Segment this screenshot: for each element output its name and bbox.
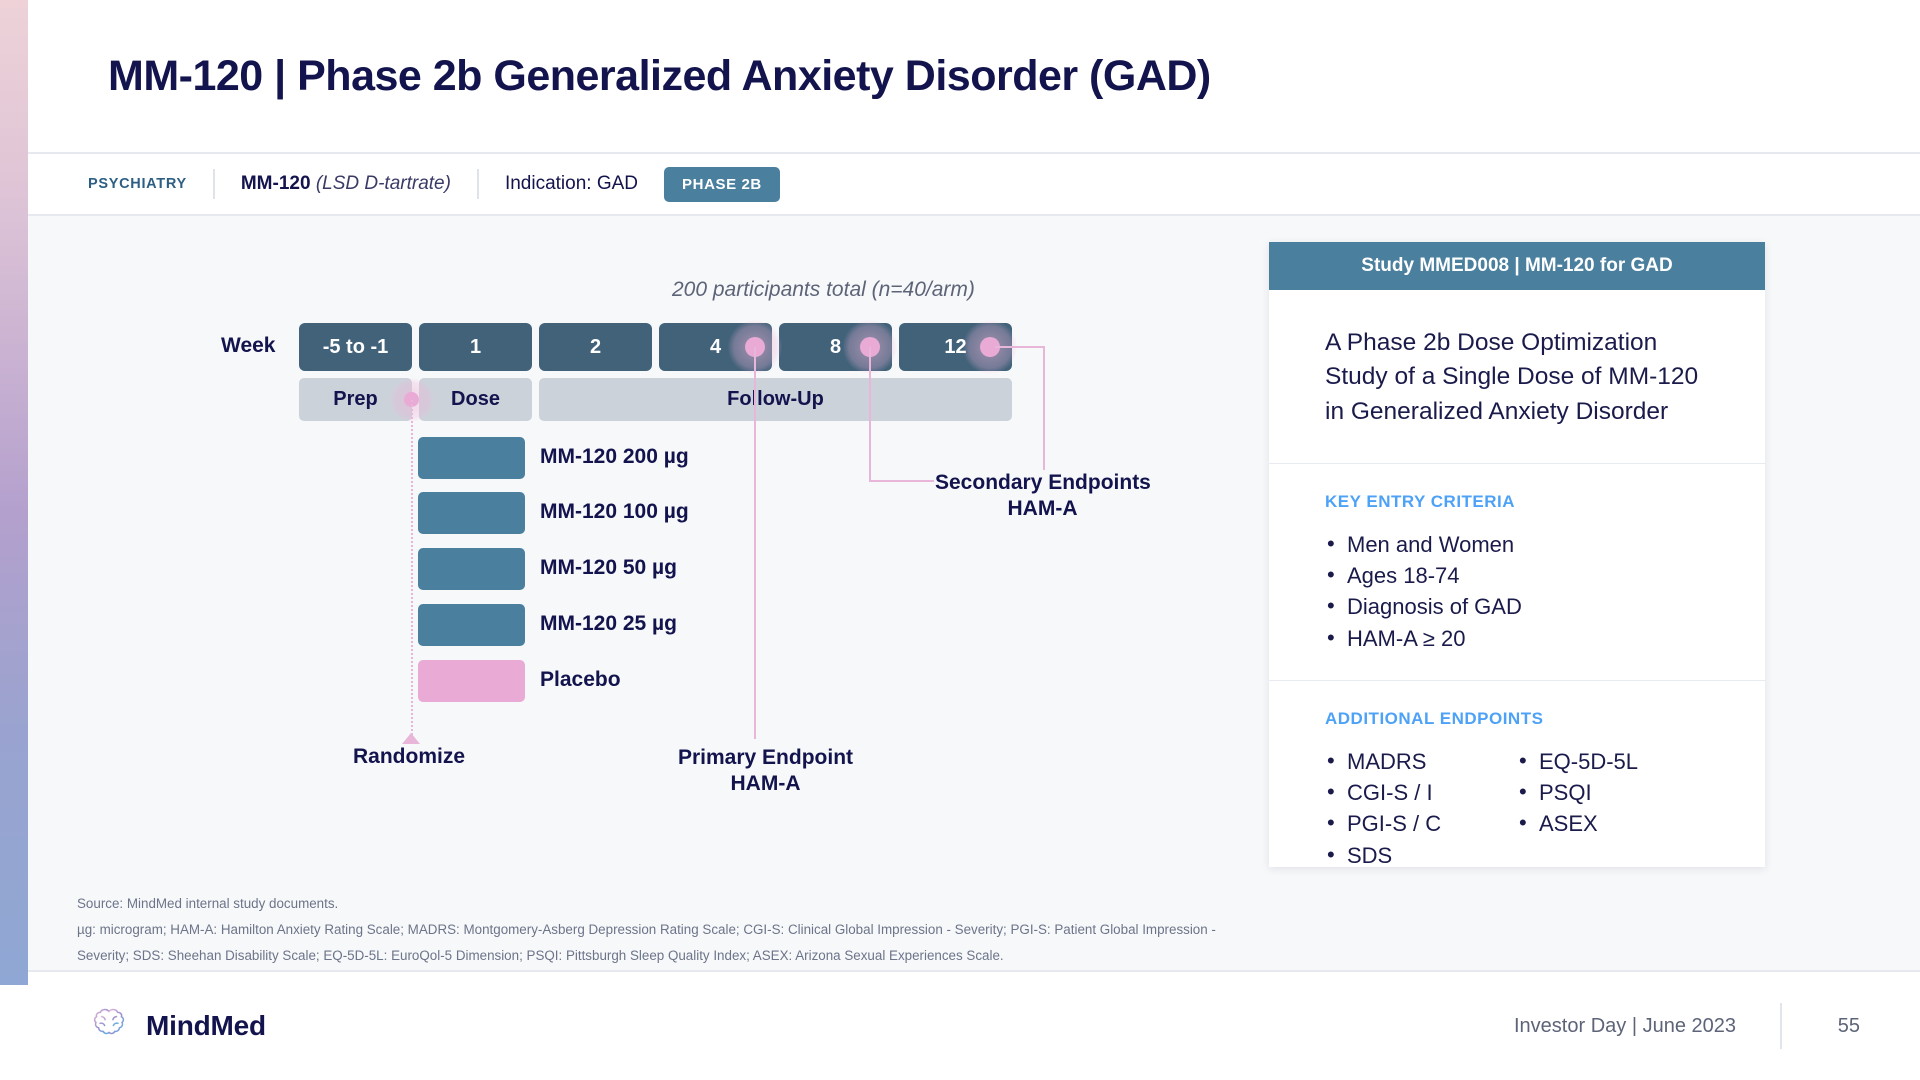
- arm-label: MM-120 200 µg: [540, 445, 689, 468]
- list-item: HAM-A ≥ 20: [1325, 622, 1709, 654]
- footer-divider-vertical: [1780, 1003, 1782, 1049]
- participants-note: 200 participants total (n=40/arm): [672, 278, 975, 301]
- study-card: Study MMED008 | MM-120 for GAD A Phase 2…: [1269, 242, 1765, 870]
- brain-logo-icon: [88, 1003, 130, 1050]
- secondary-connector-a-vertical: [869, 347, 871, 480]
- breadcrumb-divider-bottom: [28, 214, 1920, 216]
- arm-swatch: [418, 548, 525, 590]
- secondary-connector-b-vertical: [1043, 346, 1045, 470]
- week-cell: -5 to -1: [299, 323, 412, 371]
- randomize-dot: [404, 392, 419, 407]
- page-header: MM-120 | Phase 2b Generalized Anxiety Di…: [28, 0, 1920, 152]
- secondary-connector-b-horizontal: [995, 346, 1044, 348]
- primary-endpoint-line2: HAM-A: [730, 771, 801, 795]
- breadcrumb-divider: [212, 169, 215, 199]
- primary-endpoint-callout: Primary Endpoint HAM-A: [678, 745, 853, 796]
- list-item: Ages 18-74: [1325, 559, 1709, 591]
- footer-meta-group: Investor Day | June 2023 55: [1514, 1003, 1860, 1049]
- breadcrumb-area[interactable]: PSYCHIATRY: [88, 176, 187, 192]
- randomize-label: Randomize: [353, 745, 466, 768]
- list-item: Diagnosis of GAD: [1325, 590, 1709, 622]
- card-divider: [1269, 462, 1765, 464]
- primary-endpoint-connector: [754, 347, 756, 739]
- arm-swatch: [418, 437, 525, 479]
- arm-swatch: [418, 492, 525, 534]
- list-item: SDS: [1325, 839, 1517, 871]
- endpoints-list-column-1: MADRS CGI-S / I PGI-S / C SDS: [1325, 745, 1517, 871]
- secondary-connector-a-horizontal: [869, 480, 934, 482]
- arm-label: Placebo: [540, 668, 621, 691]
- footer-event-label: Investor Day | June 2023: [1514, 1014, 1736, 1037]
- breadcrumb-indication: Indication: GAD: [504, 173, 639, 194]
- footnotes: Source: MindMed internal study documents…: [77, 891, 1257, 969]
- primary-endpoint-line1: Primary Endpoint: [678, 746, 854, 769]
- left-accent-strip: [0, 0, 28, 985]
- page-number: 55: [1837, 1014, 1860, 1037]
- entry-criteria-heading: KEY ENTRY CRITERIA: [1325, 491, 1516, 511]
- arm-label: MM-120 100 µg: [540, 500, 689, 523]
- list-item: ASEX: [1517, 807, 1709, 839]
- footer-divider: [28, 970, 1920, 972]
- arm-label: MM-120 25 µg: [540, 612, 677, 635]
- page-title: MM-120 | Phase 2b Generalized Anxiety Di…: [108, 51, 1211, 100]
- additional-endpoints-section: ADDITIONAL ENDPOINTS MADRS CGI-S / I PGI…: [1325, 681, 1709, 897]
- milestone-dot-week12: [980, 337, 1000, 357]
- study-card-header: Study MMED008 | MM-120 for GAD: [1269, 242, 1765, 290]
- breadcrumb-drug-name: MM-120: [240, 173, 311, 194]
- list-item: EQ-5D-5L: [1517, 745, 1709, 777]
- phase-badge[interactable]: PHASE 2B: [664, 166, 780, 202]
- secondary-endpoint-callout: Secondary Endpoints HAM-A: [935, 470, 1151, 521]
- list-item: PSQI: [1517, 776, 1709, 808]
- study-card-title: A Phase 2b Dose Optimization Study of a …: [1325, 329, 1699, 425]
- week-cell: 1: [419, 323, 532, 371]
- brand-name: MindMed: [146, 1010, 266, 1041]
- header-divider: [28, 152, 1920, 154]
- list-item: PGI-S / C: [1325, 807, 1517, 839]
- week-axis-label: Week: [221, 334, 276, 357]
- entry-criteria-section: KEY ENTRY CRITERIA Men and Women Ages 18…: [1325, 464, 1709, 680]
- footnote-abbreviations: µg: microgram; HAM-A: Hamilton Anxiety R…: [77, 922, 1216, 964]
- list-item: MADRS: [1325, 745, 1517, 777]
- randomize-connector: [411, 400, 413, 735]
- secondary-endpoint-line2: HAM-A: [1007, 496, 1078, 520]
- breadcrumb-divider: [476, 169, 479, 199]
- breadcrumb-drug-detail: (LSD D-tartrate): [315, 173, 451, 194]
- card-divider: [1269, 679, 1765, 681]
- phase-cell-followup: Follow-Up: [539, 378, 1012, 421]
- list-item: CGI-S / I: [1325, 776, 1517, 808]
- breadcrumb: PSYCHIATRY MM-120 (LSD D-tartrate) Indic…: [28, 154, 1920, 214]
- additional-endpoints-heading: ADDITIONAL ENDPOINTS: [1325, 708, 1544, 728]
- secondary-endpoint-line1: Secondary Endpoints: [935, 471, 1151, 494]
- week-cell: 2: [539, 323, 652, 371]
- footnote-source: Source: MindMed internal study documents…: [77, 896, 339, 911]
- endpoints-list-column-2: EQ-5D-5L PSQI ASEX: [1517, 745, 1709, 871]
- arm-swatch: [418, 660, 525, 702]
- phase-cell-dose: Dose: [419, 378, 532, 421]
- entry-criteria-list: Men and Women Ages 18-74 Diagnosis of GA…: [1325, 528, 1709, 654]
- arm-swatch: [418, 604, 525, 646]
- breadcrumb-drug[interactable]: MM-120 (LSD D-tartrate): [241, 173, 451, 195]
- list-item: Men and Women: [1325, 528, 1709, 560]
- brand-lockup: MindMed: [88, 1003, 266, 1050]
- page-footer: MindMed Investor Day | June 2023 55: [28, 972, 1920, 1080]
- randomize-arrow-icon: [402, 733, 420, 744]
- arm-label: MM-120 50 µg: [540, 556, 677, 579]
